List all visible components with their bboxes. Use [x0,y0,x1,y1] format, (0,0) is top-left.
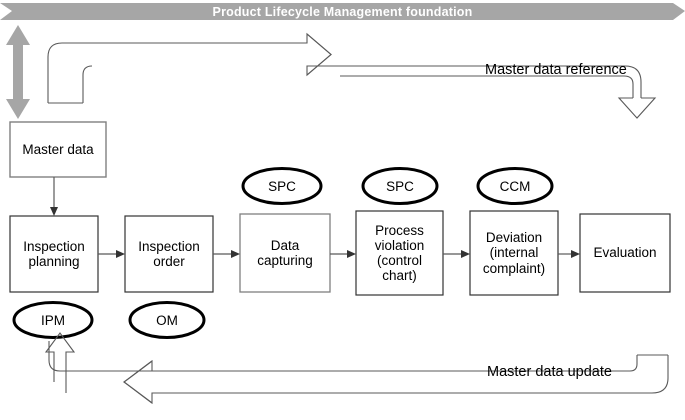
box-evaluation[interactable] [579,213,671,293]
bottom-block-arrow-inner-edge [152,355,638,372]
ellipse-spc-1[interactable] [241,167,323,205]
box-inspection-planning[interactable] [9,215,99,293]
arrowhead-to-deviation-icon [461,250,470,258]
ellipse-ipm[interactable] [12,301,94,339]
arrowhead-to-process-violation-icon [347,250,356,258]
bottom-arrow-riser [44,332,76,393]
top-arrow-head-down-icon [617,97,657,119]
arrowhead-to-evaluation-icon [571,250,580,258]
arrowhead-to-inspection-order-icon [116,250,125,258]
arrowhead-masterdata-to-planning-icon [50,207,58,216]
top-block-arrow-outer-edge [47,32,642,103]
bottom-arrow-head-left-icon [123,360,153,404]
process-arrowheads [116,250,580,258]
ellipse-ccm[interactable] [476,167,554,205]
ellipse-spc-2[interactable] [361,167,439,205]
bottom-block-arrow-outer-edge [48,341,669,405]
top-block-arrow-lower-return [340,75,634,98]
box-deviation[interactable] [469,210,559,296]
ellipse-om[interactable] [128,301,206,339]
box-process-violation[interactable] [355,210,444,296]
top-block-arrow-inner-edge [82,65,93,103]
plm-foundation-banner [0,3,685,20]
box-inspection-order[interactable] [124,215,214,293]
arrowhead-to-data-capturing-icon [231,250,240,258]
box-master-data[interactable] [9,121,107,178]
top-arrow-head-mid-icon [306,33,332,76]
box-data-capturing[interactable] [239,213,331,293]
double-arrow-vertical-icon [6,25,30,119]
